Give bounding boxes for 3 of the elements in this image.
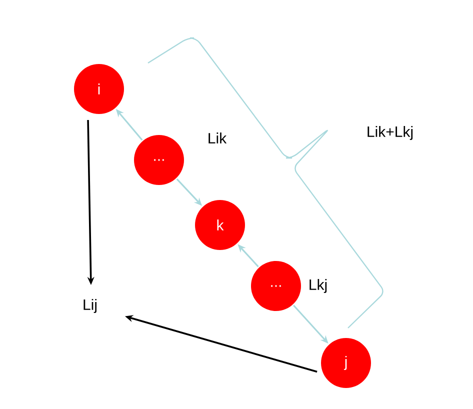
text-label: Lik bbox=[208, 132, 227, 144]
node-label: Lij bbox=[84, 299, 96, 313]
text-label: Lik+Lkj bbox=[368, 126, 413, 140]
